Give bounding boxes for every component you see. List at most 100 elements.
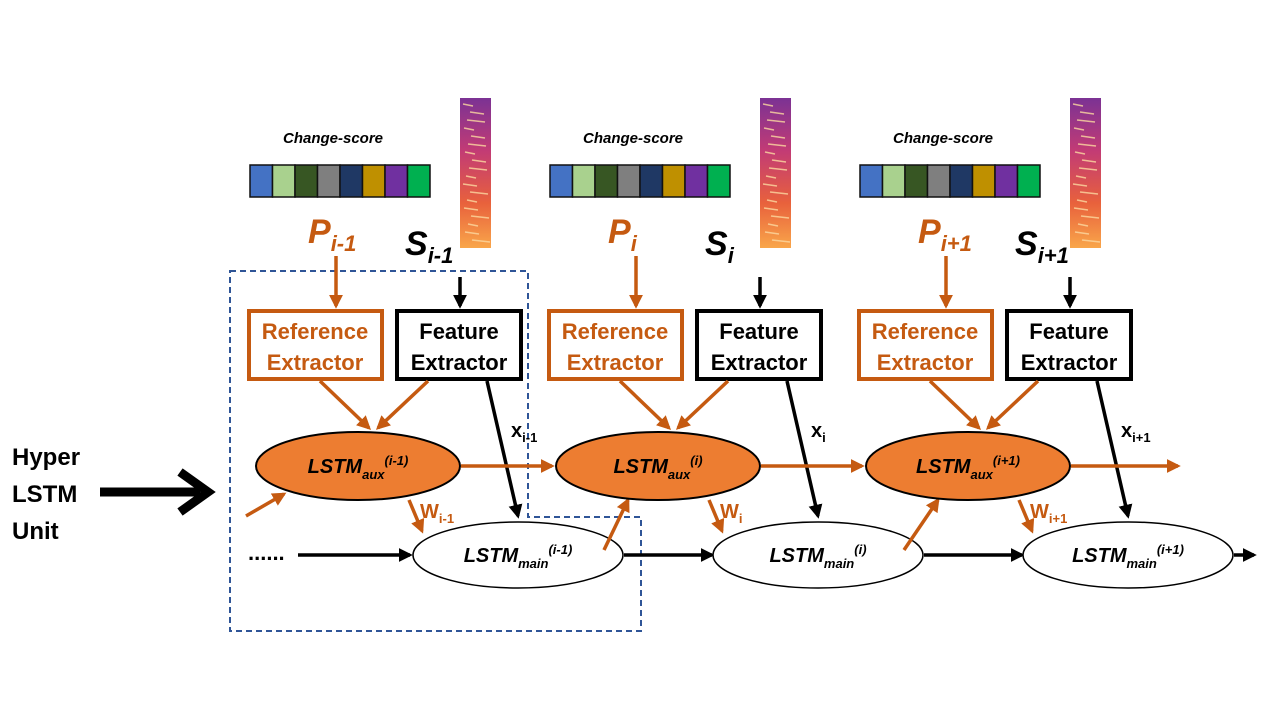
spectrogram-band (766, 119, 786, 123)
w-label-main: W (1030, 501, 1049, 523)
lstm-main-sup: (i+1) (1157, 542, 1184, 557)
lstm-main-sub: main (1127, 556, 1157, 571)
reference-extractor-line2: Extractor (877, 350, 974, 375)
change-score-bar (549, 164, 731, 198)
spectrogram-band (767, 143, 787, 147)
spectrogram-band (462, 103, 474, 107)
initial-aux-input-arrow (245, 492, 287, 518)
spectrogram-band (1079, 191, 1099, 195)
x-label-main: x (1121, 420, 1132, 442)
spectrogram-band (768, 167, 788, 171)
s-label-sub: i (728, 243, 735, 268)
aux-to-main-arrow (1017, 499, 1035, 534)
spectrogram-band (765, 175, 777, 179)
lstm-aux-sup: (i+1) (993, 453, 1020, 468)
lstm-main-label: LSTMmain(i+1) (1072, 542, 1184, 571)
spectrogram-bg (460, 98, 491, 248)
change-score-cell (971, 164, 996, 198)
spectrogram-band (1080, 135, 1096, 139)
change-score-label: Change-score (283, 130, 383, 147)
feature-extractor-box (1005, 309, 1133, 381)
s-label-sub: i-1 (428, 243, 454, 268)
spectrogram (460, 98, 491, 248)
spectrogram-band (1077, 223, 1089, 227)
x-label-sub: i+1 (1132, 430, 1150, 445)
aux-to-main-arrow (707, 499, 725, 534)
w-label-sub: i+1 (1049, 511, 1067, 526)
lstm-main-main: LSTM (1072, 545, 1128, 567)
spectrogram-band (467, 223, 479, 227)
spectrogram-band (763, 127, 775, 131)
lstm-main-node (412, 521, 624, 589)
spectrogram-band (1074, 231, 1090, 235)
spectrogram-band (764, 151, 776, 155)
reference-extractor-line1: Reference (562, 319, 668, 344)
change-score-cell (616, 164, 641, 198)
spectrogram-band (763, 207, 779, 211)
feature-extractor-line1: Feature (719, 319, 798, 344)
lstm-main-label: LSTMmain(i) (769, 542, 866, 571)
s-label: Si-1 (405, 225, 453, 268)
spectrogram-band (470, 215, 490, 219)
spectrogram-band (1075, 175, 1087, 179)
change-score-cell (904, 164, 929, 198)
lstm-main-sup: (i) (854, 542, 866, 557)
spectrogram-band (1074, 151, 1086, 155)
spectrogram-band (1073, 207, 1089, 211)
p-label-main: P (918, 213, 941, 251)
lstm-aux-sup: (i) (690, 453, 702, 468)
spectrogram-band (767, 223, 779, 227)
lstm-main-node (1022, 521, 1234, 589)
change-score-cell (684, 164, 709, 198)
spectrogram-band (470, 135, 486, 139)
x-label-sub: i (822, 430, 826, 445)
spectrogram-band (466, 119, 486, 123)
change-score-bar (859, 164, 1041, 198)
s-label: Si (705, 225, 735, 268)
lstm-aux-label: LSTMaux(i) (613, 453, 702, 482)
hyper-lstm-unit-boundary (229, 270, 642, 632)
spectrogram-band (464, 231, 480, 235)
side-label: Hyper LSTM Unit (12, 444, 216, 545)
spectrogram-band (1077, 143, 1097, 147)
spectrogram-band (764, 231, 780, 235)
reference-extractor-box (547, 309, 684, 381)
dots: ...... (248, 540, 285, 565)
change-score-cell (294, 164, 319, 198)
w-label: Wi-1 (420, 501, 454, 526)
change-score-cell (881, 164, 906, 198)
change-score-cell (316, 164, 341, 198)
spectrogram-band (1078, 167, 1098, 171)
change-score-cell (571, 164, 596, 198)
spectrogram-bg (760, 98, 791, 248)
spectrogram (1070, 98, 1101, 248)
change-score-cell (926, 164, 951, 198)
lstm-aux-sub: aux (362, 467, 385, 482)
change-score-cell (549, 164, 574, 198)
feature-extractor-line2: Extractor (411, 350, 508, 375)
lstm-aux-label: LSTMaux(i-1) (308, 453, 409, 482)
spectrogram-band (1081, 239, 1101, 243)
w-label-main: W (720, 501, 739, 523)
spectrogram-band (1080, 215, 1100, 219)
spectrogram-band (769, 111, 785, 115)
p-label: Pi (608, 213, 638, 256)
x-label-sub: i-1 (522, 430, 537, 445)
spectrogram-band (471, 159, 487, 163)
lstm-main-node (712, 521, 924, 589)
change-score-cell (859, 164, 884, 198)
x-label: xi+1 (1121, 420, 1151, 445)
w-label-sub: i-1 (439, 511, 454, 526)
side-label-line3: Unit (12, 518, 59, 545)
change-score-cell (639, 164, 664, 198)
lstm-aux-label: LSTMaux(i+1) (916, 453, 1020, 482)
s-label-main: S (405, 225, 428, 263)
side-arrow-head (177, 468, 216, 516)
spectrogram-band (766, 199, 778, 203)
w-label-sub: i (739, 511, 743, 526)
x-label: xi (811, 420, 826, 445)
p-label-main: P (608, 213, 631, 251)
aux-to-main-arrow (407, 499, 425, 534)
